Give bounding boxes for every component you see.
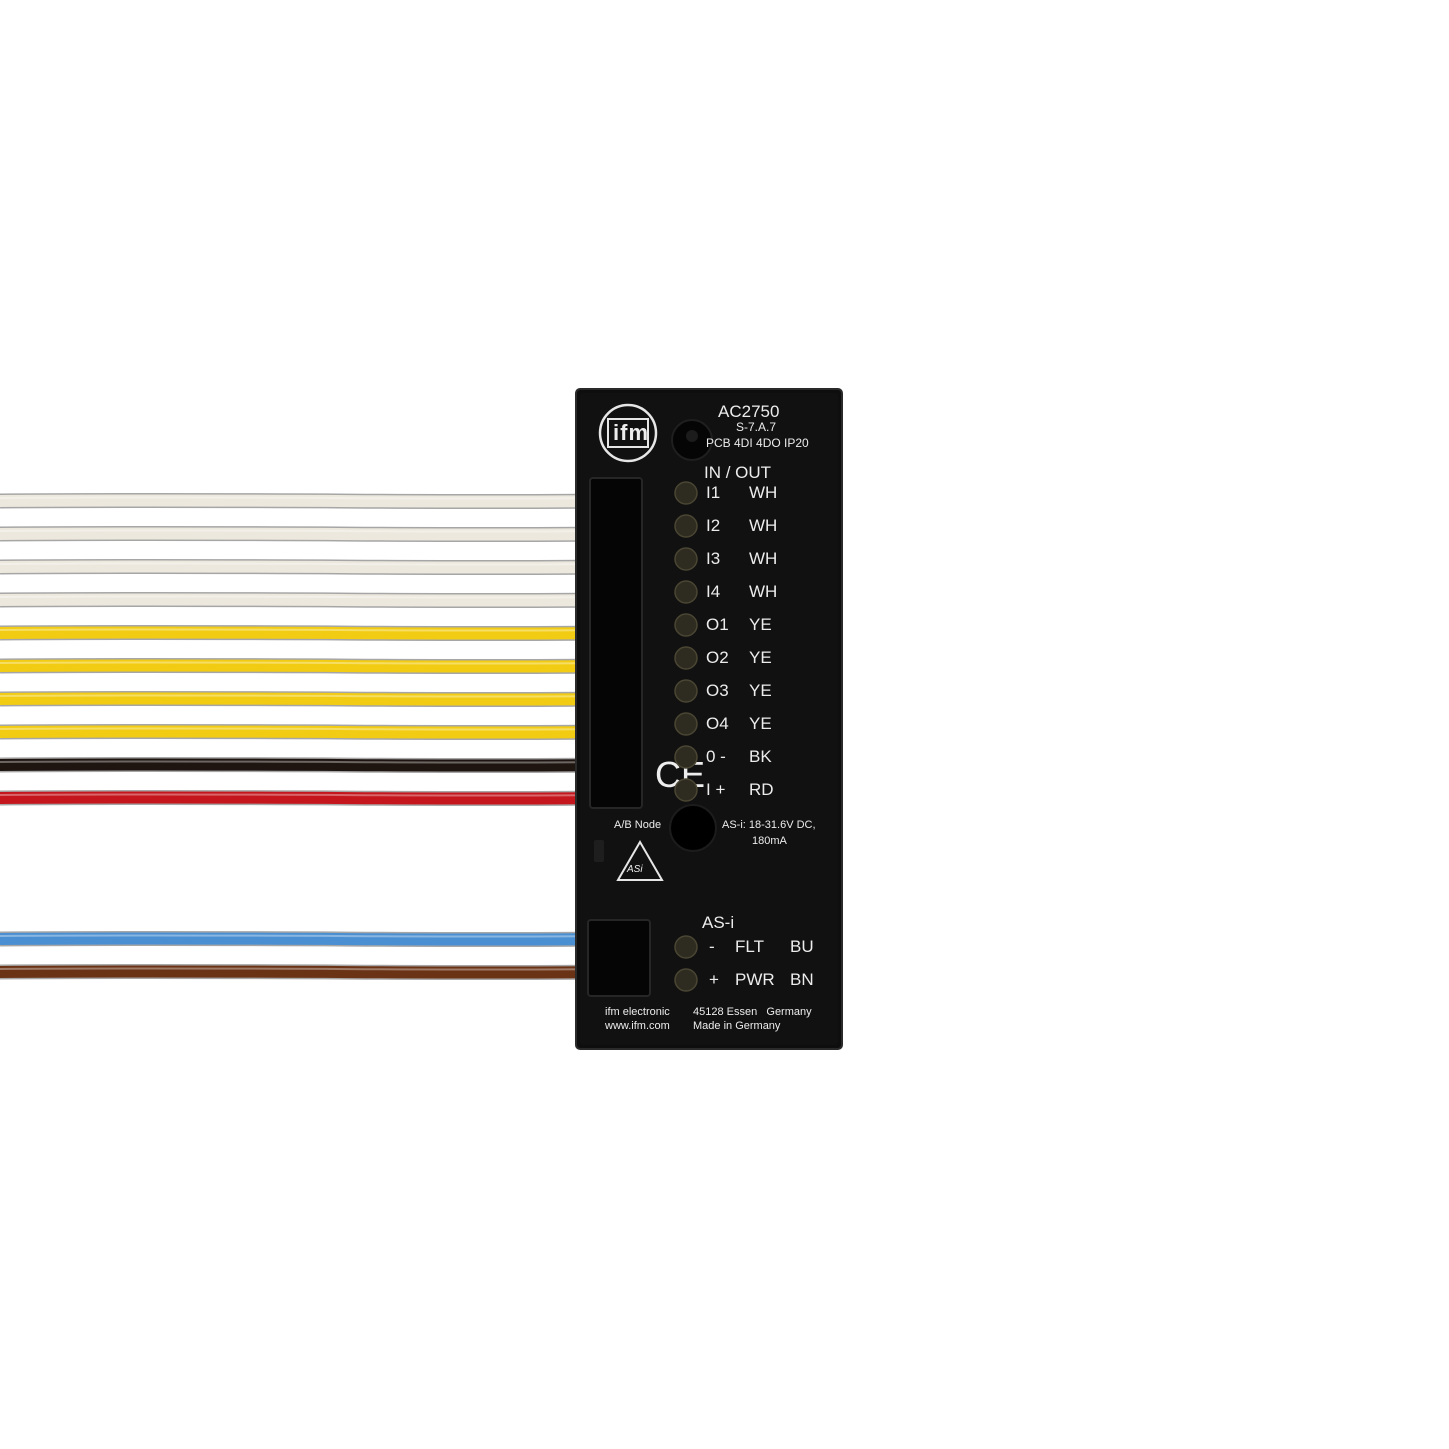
asi-label: PWR <box>735 970 775 989</box>
wire-color-code: WH <box>749 549 778 568</box>
footer-address: 45128 Essen Germany <box>693 1006 812 1018</box>
supply-rating: AS-i: 18-31.6V DC, <box>722 819 816 831</box>
in-out-header: IN / OUT <box>704 463 772 482</box>
status-led <box>674 679 698 703</box>
pin-label: I4 <box>706 582 721 601</box>
status-led <box>674 547 698 571</box>
footer-company: ifm electronic <box>605 1006 670 1018</box>
wire-wh-4 <box>0 591 636 612</box>
pin-label: 0 - <box>706 747 726 766</box>
asi-color-code: BU <box>790 937 814 956</box>
wire-asi-bn <box>0 963 636 984</box>
spec-line: PCB 4DI 4DO IP20 <box>706 436 809 450</box>
asi-sign: - <box>709 937 715 956</box>
model-number: AC2750 <box>718 402 780 421</box>
footer-origin: Made in Germany <box>693 1020 781 1032</box>
asi-color-code: BN <box>790 970 814 989</box>
pin-label: O4 <box>706 714 729 733</box>
status-led <box>674 745 698 769</box>
wire-color-code: WH <box>749 483 778 502</box>
pin-label: O2 <box>706 648 729 667</box>
asi-status-led <box>674 968 698 992</box>
module-housing: CE <box>575 388 843 1050</box>
wire-asi-bu <box>0 930 636 951</box>
pin-label: I1 <box>706 483 721 502</box>
pin-label: O1 <box>706 615 729 634</box>
wire-color-code: YE <box>749 714 772 733</box>
wire-bk-9 <box>0 756 636 777</box>
wire-color-code: BK <box>749 747 772 766</box>
logo-text: ifm <box>613 420 649 445</box>
status-led <box>674 514 698 538</box>
asi-sign: + <box>709 970 719 989</box>
pin-label: I + <box>706 780 726 799</box>
asi-label: FLT <box>735 937 764 956</box>
wire-wh-2 <box>0 525 636 546</box>
wire-color-code: WH <box>749 516 778 535</box>
wire-wh-1 <box>0 492 636 513</box>
pin-label: I2 <box>706 516 721 535</box>
wire-color-code: YE <box>749 615 772 634</box>
profile-code: S-7.A.7 <box>736 420 777 434</box>
wire-ye-5 <box>0 624 636 645</box>
wire-wh-3 <box>0 558 636 579</box>
wire-color-code: RD <box>749 780 774 799</box>
status-led <box>674 646 698 670</box>
addressing-socket <box>669 804 717 852</box>
wire-bundle <box>0 492 636 984</box>
status-led <box>674 778 698 802</box>
io-connector <box>589 477 643 809</box>
pin-label: O3 <box>706 681 729 700</box>
wire-color-code: WH <box>749 582 778 601</box>
status-led <box>674 481 698 505</box>
asi-certification-icon <box>616 840 664 881</box>
wire-rd-10 <box>0 789 636 810</box>
status-led <box>674 580 698 604</box>
ifm-logo <box>598 403 658 463</box>
wire-color-code: YE <box>749 681 772 700</box>
wire-ye-7 <box>0 690 636 711</box>
asi-status-led <box>674 935 698 959</box>
wire-ye-8 <box>0 723 636 744</box>
asi-logo-text: ASi <box>627 864 643 875</box>
wire-color-code: YE <box>749 648 772 667</box>
node-label: A/B Node <box>614 819 662 831</box>
wire-ye-6 <box>0 657 636 678</box>
status-led <box>674 613 698 637</box>
footer-website: www.ifm.com <box>605 1020 670 1032</box>
asi-connector <box>587 919 651 997</box>
led-column <box>674 481 698 992</box>
status-led <box>674 712 698 736</box>
pin-label: I3 <box>706 549 721 568</box>
supply-current: 180mA <box>752 835 787 847</box>
asi-header: AS-i <box>702 913 735 932</box>
